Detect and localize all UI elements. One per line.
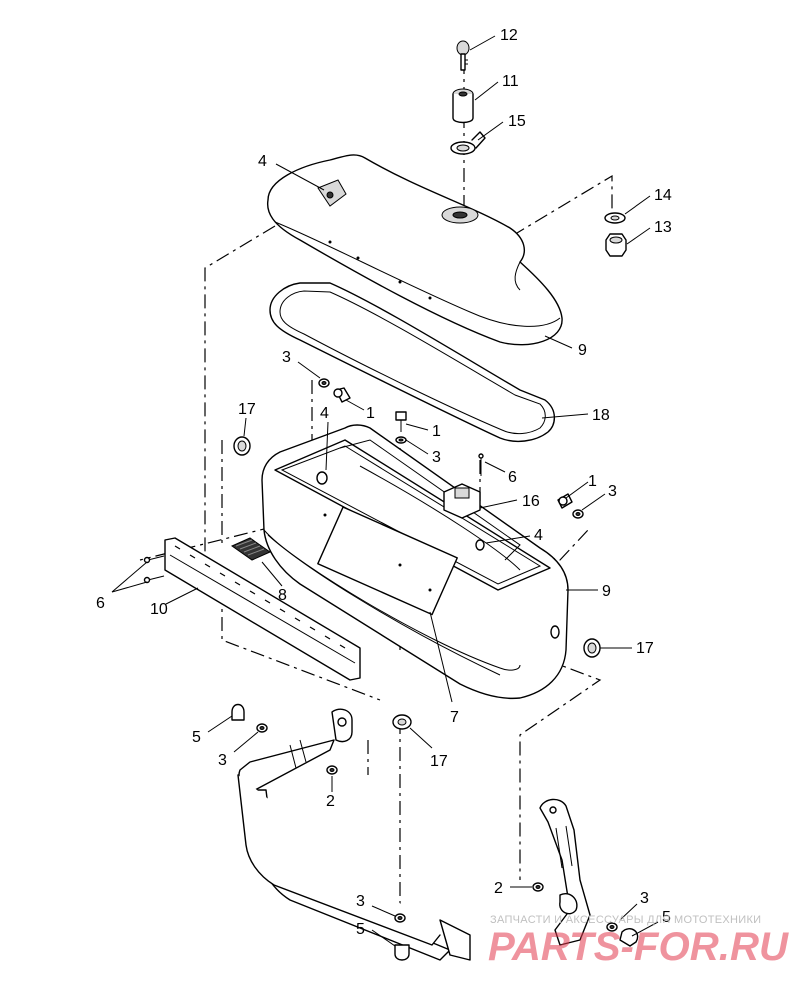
grommet-17-bottom [392, 714, 412, 730]
key [456, 40, 470, 71]
well-nut-4-right [475, 539, 485, 551]
callout-12: 12 [500, 27, 518, 44]
callout-15: 15 [508, 113, 526, 130]
grommet-17-left [233, 436, 251, 456]
saddlebag-body [261, 424, 569, 700]
screw-1-right [557, 493, 573, 509]
callout-9-lid: 9 [578, 342, 587, 359]
acorn-nut-5-bottom [394, 944, 410, 961]
grommet-17-right [583, 638, 601, 658]
callout-3-right: 3 [608, 483, 617, 500]
callout-3-br: 3 [640, 890, 649, 907]
hinge-screws-6 [143, 555, 165, 584]
callout-4-lid: 4 [258, 153, 267, 170]
callout-4-right: 4 [534, 527, 543, 544]
well-nut-4-left [316, 471, 328, 485]
callout-3-top: 3 [282, 349, 291, 366]
washer-3-bottom [394, 913, 406, 923]
washer-3-mid [395, 436, 407, 444]
washer-3-top [318, 378, 330, 388]
washer-3-br [606, 922, 618, 932]
callout-1-right: 1 [588, 473, 597, 490]
washer-2-right [532, 882, 544, 892]
support-rail-rear [539, 798, 591, 946]
lock-cylinder [452, 88, 474, 124]
lock-washer [450, 131, 486, 155]
reflector [230, 537, 272, 561]
washer-2-left [326, 765, 338, 775]
callout-1-mid: 1 [432, 423, 441, 440]
callout-9-box: 9 [602, 583, 611, 600]
callout-6-right: 6 [508, 469, 517, 486]
callout-1-top: 1 [366, 405, 375, 422]
watermark-brand: PARTS-FOR.RU [488, 925, 789, 969]
callout-7: 7 [450, 709, 459, 726]
callout-4-left: 4 [320, 405, 329, 422]
callout-17-right: 17 [636, 640, 654, 657]
callout-6-left: 6 [96, 595, 105, 612]
callout-14: 14 [654, 187, 672, 204]
watermark: ЗАПЧАСТИ И АКСЕССУАРЫ ДЛЯ МОТОТЕХНИКИ PA… [488, 914, 789, 969]
acorn-nut-5-left [231, 703, 245, 721]
callout-2-left: 2 [326, 793, 335, 810]
callout-18: 18 [592, 407, 610, 424]
callout-2-right: 2 [494, 880, 503, 897]
callout-11: 11 [502, 73, 519, 90]
callout-16: 16 [522, 493, 540, 510]
washer-3-right [572, 509, 584, 519]
screw-1-top [333, 387, 351, 403]
callout-leaders [111, 35, 659, 947]
callout-5-bottom: 5 [356, 921, 365, 938]
callout-17-left: 17 [238, 401, 256, 418]
latch-bracket [443, 483, 481, 519]
callout-5-left: 5 [192, 729, 201, 746]
nut-13 [605, 233, 627, 257]
callout-13: 13 [654, 219, 672, 236]
callout-10: 10 [150, 601, 168, 618]
pin-6-top [478, 453, 484, 476]
callout-5-br: 5 [662, 909, 671, 926]
callout-3-bl: 3 [218, 752, 227, 769]
washer-3-bl [256, 723, 268, 733]
callout-8: 8 [278, 587, 287, 604]
washer-14 [604, 212, 626, 224]
callout-3-bottom: 3 [356, 893, 365, 910]
callout-numbers: 12 11 15 4 14 13 9 3 1 18 17 4 1 3 6 1 3… [96, 27, 672, 938]
saddlebag-lid [266, 154, 563, 346]
hinge [164, 537, 361, 681]
callout-17-bottom: 17 [430, 753, 448, 770]
callout-3-mid: 3 [432, 449, 441, 466]
lid-gasket [269, 282, 556, 443]
watermark-tagline: ЗАПЧАСТИ И АКСЕССУАРЫ ДЛЯ МОТОТЕХНИКИ [490, 914, 761, 926]
screw-1-mid [395, 411, 407, 432]
support-rail-front [237, 708, 471, 961]
